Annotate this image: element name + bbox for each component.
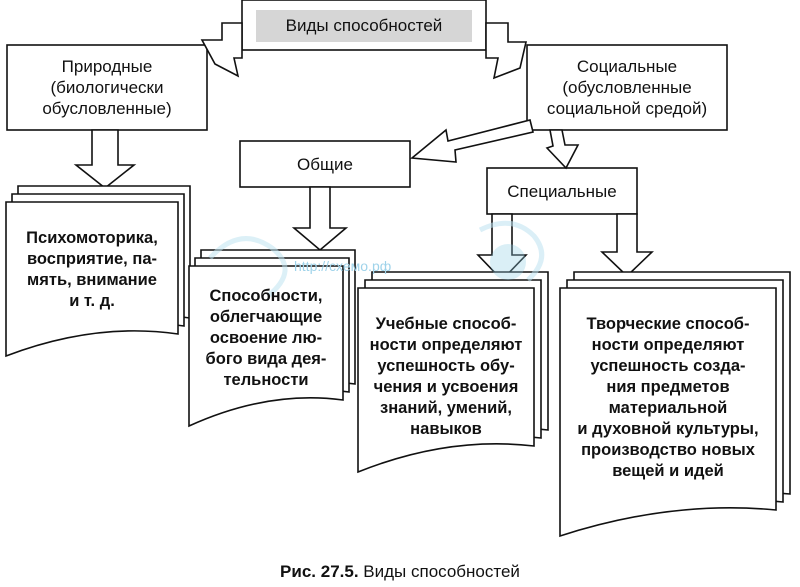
arrow-to-social bbox=[485, 22, 528, 80]
arrow-special-learning bbox=[476, 213, 528, 282]
special-label: Специальные bbox=[507, 182, 617, 201]
doc-general-text: Способности, облегчающие освоение лю- бо… bbox=[205, 287, 327, 389]
doc3-front bbox=[357, 287, 535, 474]
arrow-to-natural bbox=[200, 22, 243, 78]
figure-caption: Рис. 27.5. Виды способностей bbox=[0, 562, 800, 582]
caption-text: Виды способностей bbox=[363, 562, 520, 581]
doc1-front bbox=[5, 201, 179, 358]
watermark-logo bbox=[208, 220, 545, 298]
social-box bbox=[526, 44, 728, 131]
arrow-natural-down bbox=[73, 129, 137, 190]
general-label: Общие bbox=[297, 155, 353, 174]
arrow-to-special bbox=[545, 129, 580, 170]
social-label: Социальные (обусловленные социальной сре… bbox=[546, 57, 708, 118]
title-label: Виды способностей bbox=[285, 16, 443, 35]
title-inner bbox=[256, 10, 472, 42]
arrow-to-general bbox=[409, 119, 534, 163]
doc4-front bbox=[559, 287, 777, 538]
general-box bbox=[239, 140, 411, 188]
doc-learning-text: Учебные способ- ности определяют успешно… bbox=[369, 315, 523, 438]
doc-creative-text: Творческие способ- ности определяют успе… bbox=[577, 315, 759, 480]
caption-label: Рис. 27.5. bbox=[280, 562, 359, 581]
arrow-general-down bbox=[291, 186, 349, 252]
special-box bbox=[486, 167, 638, 215]
watermark-text: http://схемо.рф bbox=[294, 258, 392, 274]
arrow-special-creative bbox=[600, 213, 654, 278]
doc2-front bbox=[188, 265, 344, 428]
doc-psycho-text: Психомоторика, восприятие, па- мять, вни… bbox=[26, 229, 158, 310]
natural-label: Природные (биологически обусловленные) bbox=[42, 57, 172, 118]
